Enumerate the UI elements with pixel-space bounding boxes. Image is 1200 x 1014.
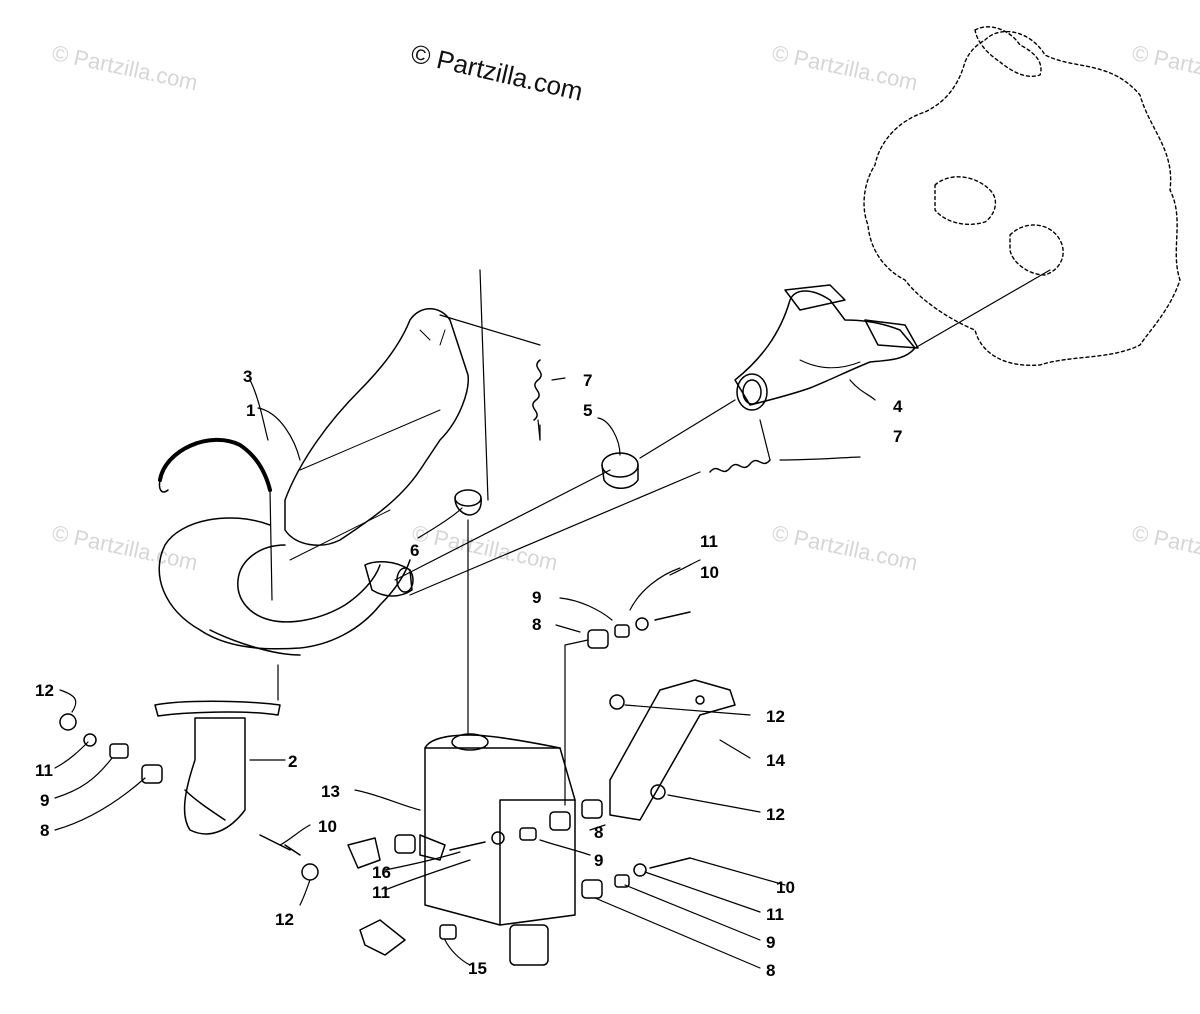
- callout-11-top: 11: [700, 532, 718, 551]
- callout-10-left: 10: [318, 817, 337, 836]
- saddle-bracket: [154, 700, 281, 835]
- callout-labels: 3 1 7 5 4 7 6 11 10 9 8 12 11 9 8 2 13 1…: [35, 367, 903, 980]
- spring-strap: [158, 438, 272, 493]
- callout-2: 2: [288, 752, 297, 771]
- callout-11-mid: 11: [372, 883, 390, 902]
- spring-right: [709, 459, 771, 473]
- callout-16: 16: [372, 863, 391, 882]
- callout-8-left: 8: [40, 821, 49, 840]
- callout-8-top: 8: [532, 615, 541, 634]
- callout-3: 3: [243, 367, 252, 386]
- callout-10-top: 10: [700, 563, 719, 582]
- y-pipe-manifold: [734, 284, 919, 411]
- callout-10-right: 10: [776, 878, 795, 897]
- spring-top: [532, 359, 542, 421]
- mount-arm: [609, 679, 736, 821]
- seal-ring: [601, 452, 639, 489]
- callout-1: 1: [246, 401, 255, 420]
- callout-8-mid: 8: [594, 823, 603, 842]
- muffler-canister: [419, 733, 576, 966]
- callout-9-top: 9: [532, 588, 541, 607]
- expansion-chamber: [158, 308, 469, 656]
- callout-6: 6: [410, 541, 419, 560]
- callout-9-right: 9: [766, 933, 775, 952]
- callout-8-right: 8: [766, 961, 775, 980]
- callout-9-left: 9: [40, 791, 49, 810]
- callout-13: 13: [321, 782, 340, 801]
- callout-14: 14: [766, 751, 785, 770]
- callout-7-right: 7: [893, 427, 902, 446]
- callout-12-right-top: 12: [766, 707, 785, 726]
- leader-lines: [54, 269, 1051, 969]
- callout-12-left: 12: [35, 681, 54, 700]
- callout-11-left: 11: [35, 761, 53, 780]
- engine-outline: [863, 26, 1181, 366]
- callout-9-mid: 9: [594, 851, 603, 870]
- callout-11-right: 11: [766, 905, 784, 924]
- callout-12-right-mid: 12: [766, 805, 785, 824]
- grommet: [454, 489, 482, 516]
- callout-5: 5: [583, 401, 592, 420]
- callout-4: 4: [893, 397, 903, 416]
- callout-15: 15: [468, 959, 487, 978]
- hardware-fasteners: [59, 611, 691, 956]
- callout-12-bottom: 12: [275, 910, 294, 929]
- callout-7-top: 7: [583, 371, 592, 390]
